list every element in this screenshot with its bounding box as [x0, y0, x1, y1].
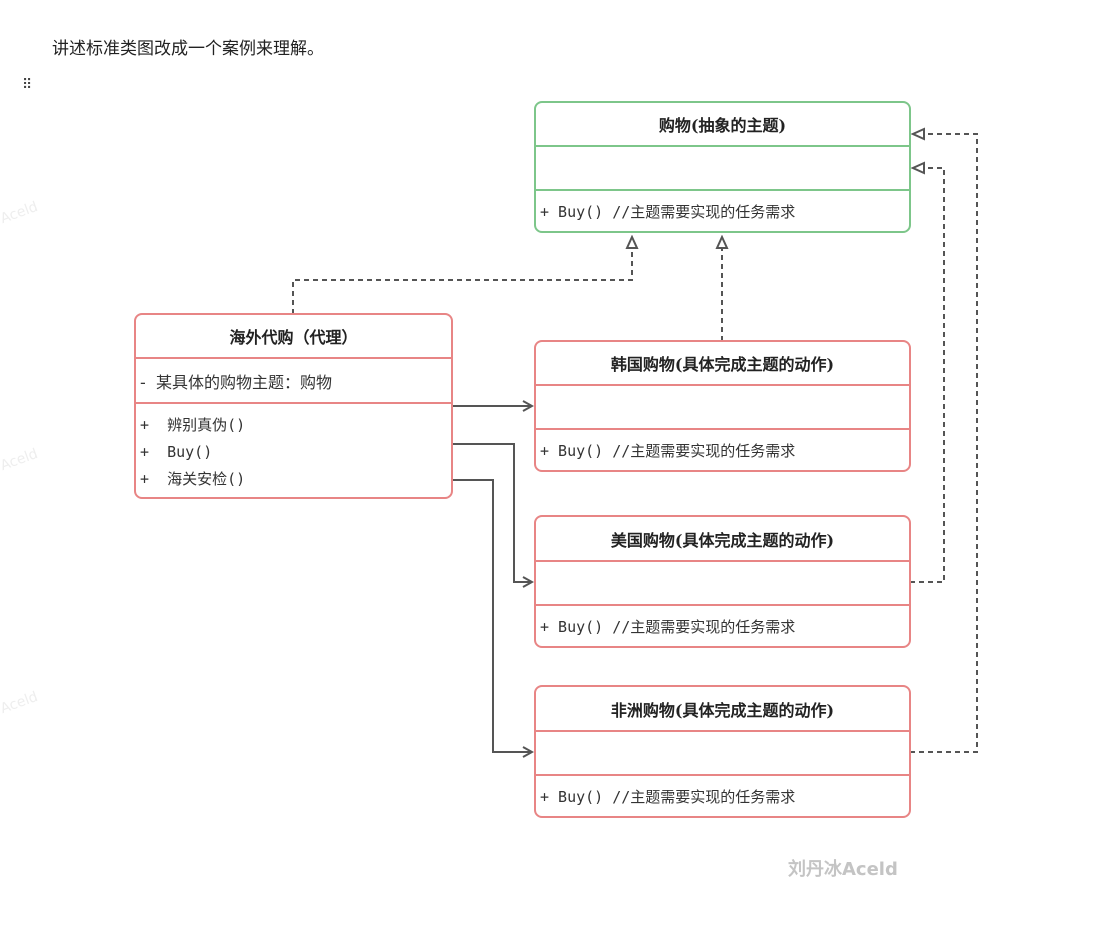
proxy-to-africa-arrow	[452, 479, 532, 752]
method: + Buy() //主题需要实现的任务需求	[536, 604, 909, 646]
attributes-section	[536, 560, 909, 604]
class-title: 韩国购物(具体完成主题的动作)	[610, 355, 835, 374]
class-title: 非洲购物(具体完成主题的动作)	[610, 700, 835, 720]
watermark: 刘丹冰Aceld	[788, 859, 898, 880]
proxy-to-usa-arrow	[452, 443, 532, 582]
class-title: 美国购物(具体完成主题的动作)	[610, 530, 835, 550]
class-title: 海外代购（代理）	[229, 328, 358, 347]
method: + Buy() //主题需要实现的任务需求	[536, 189, 909, 231]
attributes-section	[536, 730, 909, 774]
attribute: - 某具体的购物主题：购物	[136, 357, 451, 402]
method: + Buy() //主题需要实现的任务需求	[536, 774, 909, 816]
subject-class: 购物(抽象的主题) + Buy() //主题需要实现的任务需求	[534, 101, 911, 233]
korea-class: 韩国购物(具体完成主题的动作) + Buy() //主题需要实现的任务需求	[534, 340, 911, 472]
usa-class: 美国购物(具体完成主题的动作) + Buy() //主题需要实现的任务需求	[534, 515, 911, 648]
attributes-section	[536, 384, 909, 428]
method: + Buy() //主题需要实现的任务需求	[536, 428, 909, 470]
class-title: 购物(抽象的主题)	[658, 116, 787, 135]
intro-text: 讲述标准类图改成一个案例来理解。	[52, 39, 324, 59]
proxy-realizes-subject	[292, 237, 632, 314]
usa-realizes-subject	[910, 168, 945, 583]
attributes-section	[536, 145, 909, 189]
drag-handle-icon[interactable]: ⠿	[22, 77, 32, 93]
proxy-class: 海外代购（代理） - 某具体的购物主题：购物 + 辨别真伪() + Buy() …	[134, 313, 453, 499]
method: + Buy()	[140, 442, 213, 461]
africa-class: 非洲购物(具体完成主题的动作) + Buy() //主题需要实现的任务需求	[534, 685, 911, 818]
method: + 辨别真伪()	[140, 415, 246, 434]
method: + 海关安检()	[140, 470, 246, 488]
